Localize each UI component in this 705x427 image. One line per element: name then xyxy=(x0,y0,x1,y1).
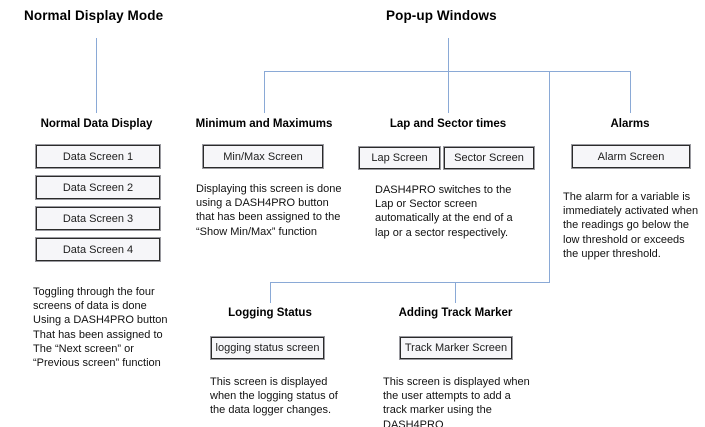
heading-alarms: Alarms xyxy=(610,118,650,130)
connector-drop-alarms xyxy=(630,71,632,113)
box-data-screen-1[interactable]: Data Screen 1 xyxy=(36,145,160,168)
note-minimum-and-maximums: Displaying this screen is done using a D… xyxy=(196,183,342,238)
note-logging-status: This screen is displayed when the loggin… xyxy=(210,376,338,417)
note-normal-data-display: Toggling through the four screens of dat… xyxy=(33,286,168,370)
box-sector-screen[interactable]: Sector Screen xyxy=(444,147,534,169)
box-data-screen-3[interactable]: Data Screen 3 xyxy=(36,207,160,230)
connector-drop-track-marker xyxy=(455,282,457,303)
box-track-marker-screen[interactable]: Track Marker Screen xyxy=(400,337,512,359)
box-logging-status-screen[interactable]: logging status screen xyxy=(211,337,324,359)
title-popup-windows: Pop-up Windows xyxy=(386,8,497,23)
heading-logging-status: Logging Status xyxy=(228,307,312,319)
box-data-screen-4[interactable]: Data Screen 4 xyxy=(36,238,160,261)
connector-drop-lap-sector xyxy=(448,71,450,113)
note-lap-and-sector-times: DASH4PRO switches to the Lap or Sector s… xyxy=(375,184,513,239)
connector-drop-logging-status xyxy=(270,282,272,303)
connector-left-stem xyxy=(96,38,98,113)
box-lap-screen[interactable]: Lap Screen xyxy=(359,147,440,169)
connector-bottom-bus xyxy=(270,282,550,284)
box-min-max-screen[interactable]: Min/Max Screen xyxy=(203,145,323,168)
heading-adding-track-marker: Adding Track Marker xyxy=(398,307,513,319)
box-alarm-screen[interactable]: Alarm Screen xyxy=(572,145,690,168)
connector-drop-min-max xyxy=(264,71,266,113)
note-adding-track-marker: This screen is displayed when the user a… xyxy=(383,376,530,427)
connector-top-bus xyxy=(264,71,631,73)
heading-minimum-and-maximums: Minimum and Maximums xyxy=(195,118,333,130)
connector-right-riser xyxy=(549,71,551,283)
box-data-screen-2[interactable]: Data Screen 2 xyxy=(36,176,160,199)
heading-lap-and-sector-times: Lap and Sector times xyxy=(389,118,507,130)
heading-normal-data-display: Normal Data Display xyxy=(40,118,153,130)
connector-right-stem xyxy=(448,38,450,71)
title-normal-display-mode: Normal Display Mode xyxy=(24,8,164,23)
note-alarms: The alarm for a variable is immediately … xyxy=(563,191,699,260)
